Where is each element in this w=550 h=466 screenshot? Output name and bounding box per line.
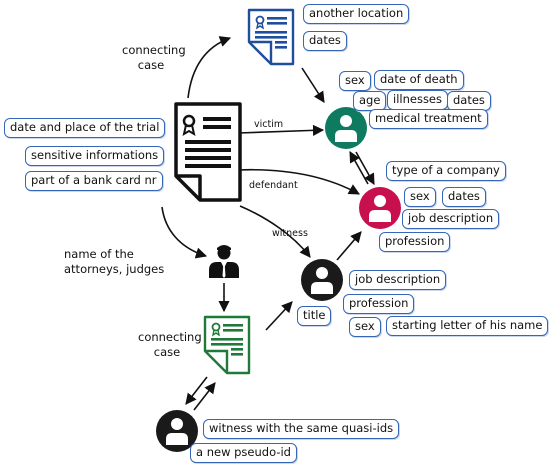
witness-person-icon: [301, 259, 343, 301]
arrow-connecting-case-to-victim: [301, 67, 325, 103]
connecting-case-label-top-line2: case: [137, 58, 165, 72]
defendant-tag-dates: dates: [442, 187, 486, 207]
defendant-tag-type-of-company: type of a company: [386, 161, 506, 181]
main-tag-trial-date-place: date and place of the trial: [4, 118, 166, 138]
attorneys-label: name of the attorneys, judges: [64, 247, 164, 277]
defendant-tag-profession: profession: [379, 232, 451, 252]
victim-tag-dates: dates: [447, 91, 491, 111]
connecting-case-label-bottom-line2: case: [153, 345, 181, 359]
victim-person-icon: [325, 107, 367, 149]
bottom-witness-tag-new-pseudo-id: a new pseudo-id: [190, 443, 297, 463]
attorneys-label-line1: name of the: [64, 247, 134, 261]
arrow-main-to-witness: [239, 205, 311, 258]
arrow-main-to-attorney: [161, 206, 208, 259]
bottom-witness-tag-same-quasi-ids: witness with the same quasi-ids: [203, 419, 400, 439]
connecting-case-label-top: connecting case: [122, 43, 186, 73]
main-tag-sensitive-informations: sensitive informations: [25, 146, 165, 166]
main-tag-bank-card: part of a bank card nr: [25, 171, 163, 191]
connection-arrows: [161, 36, 375, 411]
victim-tag-sex: sex: [339, 71, 371, 91]
arrow-main-to-connecting-case: [187, 36, 232, 99]
victim-edge-label: victim: [254, 119, 284, 130]
bottom-witness-person-icon: [156, 410, 198, 452]
victim-tag-age: age: [353, 91, 387, 111]
legal-document-icon: [174, 102, 242, 202]
witness-tag-sex: sex: [349, 317, 381, 337]
connecting-case-label-top-line1: connecting: [122, 43, 186, 57]
attorneys-label-line2: attorneys, judges: [64, 262, 165, 276]
witness-tag-job-description: job description: [349, 270, 447, 290]
connecting-case-tag-another-location: another location: [303, 4, 410, 24]
arrow-witness-to-defendant: [336, 231, 362, 261]
witness-edge-label: witness: [272, 228, 308, 239]
arrow-connecting-case-to-bottom-witness: [185, 376, 208, 405]
arrow-connecting-case-to-witness: [265, 301, 293, 331]
attorney-icon: [209, 245, 239, 278]
connecting-case-label-bottom-line1: connecting: [138, 330, 202, 344]
defendant-person-icon: [359, 187, 401, 229]
victim-tag-medical-treatment: medical treatment: [369, 109, 488, 129]
arrow-main-to-victim: [237, 124, 325, 136]
connecting-case-document-icon-top: [247, 8, 295, 66]
victim-tag-illnesses: illnesses: [387, 90, 448, 110]
victim-tag-date-of-death: date of death: [374, 70, 464, 90]
defendant-tag-sex: sex: [404, 187, 436, 207]
connecting-case-label-bottom: connecting case: [138, 330, 202, 360]
connecting-case-tag-dates: dates: [303, 31, 347, 51]
arrow-bottom-witness-to-connecting-case: [193, 382, 216, 411]
arrow-defendant-to-victim: [349, 151, 369, 185]
defendant-tag-job-description: job description: [402, 209, 500, 229]
witness-tag-starting-letter: starting letter of his name: [386, 316, 549, 336]
connecting-case-document-icon-bottom: [203, 315, 251, 375]
defendant-edge-label: defendant: [249, 180, 298, 191]
arrow-main-to-defendant: [237, 168, 360, 195]
witness-tag-title: title: [297, 306, 332, 326]
witness-tag-profession: profession: [343, 294, 415, 314]
